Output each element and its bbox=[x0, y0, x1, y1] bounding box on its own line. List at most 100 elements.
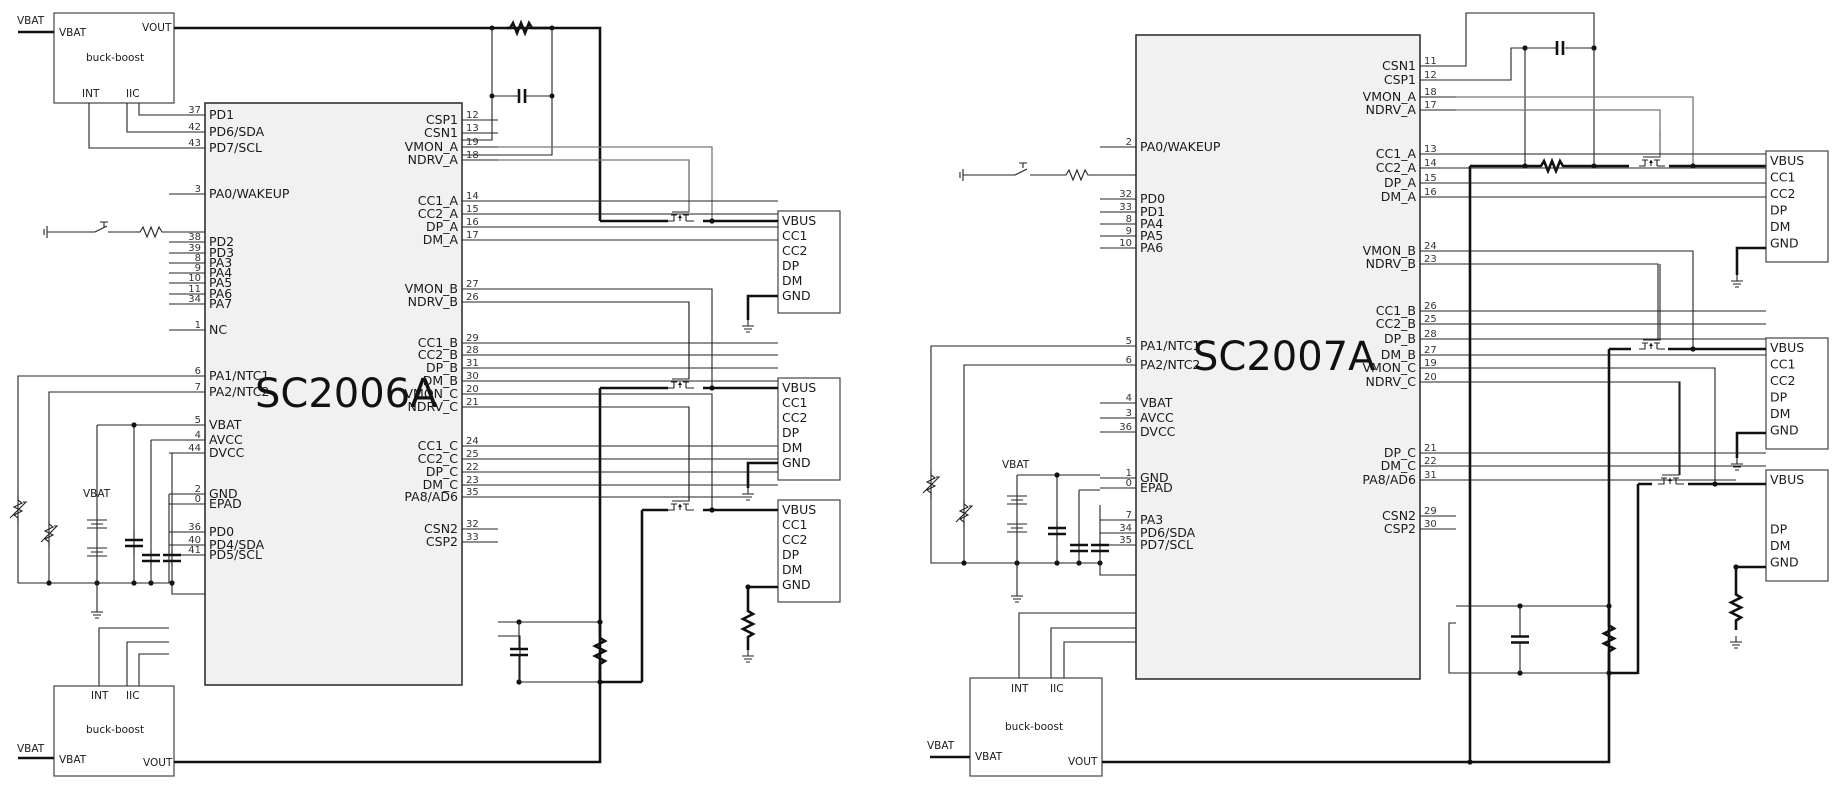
pin-label: PA6 bbox=[209, 286, 232, 301]
pin-label: NDRV_B bbox=[1366, 256, 1416, 271]
pin-number: 8 bbox=[1126, 214, 1132, 225]
port-pin-vbus: VBUS bbox=[1770, 340, 1804, 355]
pin-label: GND bbox=[1140, 470, 1169, 485]
port-pin-dp: DP bbox=[782, 258, 800, 273]
pin-number: 6 bbox=[195, 366, 201, 377]
svg-text:INT: INT bbox=[91, 690, 109, 702]
pin-label: PA5 bbox=[1140, 228, 1163, 243]
chip-sc2006a bbox=[204, 102, 463, 686]
bb-iic-pin: IIC bbox=[126, 88, 140, 100]
pin-number: 12 bbox=[1424, 70, 1437, 81]
pin-number: 20 bbox=[1424, 372, 1437, 383]
port-pin-cc2: CC2 bbox=[782, 243, 807, 258]
pin-number: 11 bbox=[1424, 56, 1437, 67]
pin-number: 10 bbox=[1119, 238, 1132, 249]
port-pin-dm: DM bbox=[1770, 538, 1790, 553]
pin-label: NDRV_C bbox=[1365, 374, 1416, 389]
pin-number: 16 bbox=[466, 217, 479, 228]
pin-label: CSP1 bbox=[426, 112, 458, 127]
pin-cc2-a: 14 CC2_A bbox=[1376, 158, 1456, 175]
buck-boost-top: VBAT VBAT VOUT buck-boost INT IIC bbox=[17, 12, 175, 104]
chip-name: SC2006A bbox=[255, 371, 438, 417]
port-pin-vbus: VBUS bbox=[782, 213, 816, 228]
pin-number: 35 bbox=[466, 487, 479, 498]
pin-number: 39 bbox=[188, 243, 201, 254]
port-pin-dm: DM bbox=[1770, 406, 1790, 421]
svg-text:buck-boost: buck-boost bbox=[86, 724, 144, 736]
sense-resistor-1 bbox=[507, 19, 552, 37]
pin-label: CC2_A bbox=[1376, 160, 1417, 175]
pin-number: 27 bbox=[1424, 345, 1437, 356]
bb-iic-pin-right: IIC bbox=[1050, 683, 1064, 695]
usb-port-box bbox=[1765, 150, 1829, 263]
pin-label: DVCC bbox=[209, 445, 245, 460]
pin-number: 7 bbox=[195, 382, 201, 393]
vbat-net-label-right: VBAT bbox=[927, 740, 955, 752]
pin-number: 4 bbox=[195, 430, 201, 441]
thermistor-right-1 bbox=[922, 470, 941, 500]
bb-vbat-pin-right: VBAT bbox=[975, 751, 1003, 763]
port-pin-dm: DM bbox=[782, 273, 802, 288]
pin-number: 36 bbox=[188, 522, 201, 533]
port-pin-cc1: CC1 bbox=[1770, 170, 1795, 185]
pin-number: 0 bbox=[195, 494, 201, 505]
port-pin-dm: DM bbox=[782, 440, 802, 455]
pin-label: CSP2 bbox=[1384, 521, 1416, 536]
pin-number: 14 bbox=[466, 191, 479, 202]
pin-number: 31 bbox=[1424, 470, 1437, 481]
pin-number: 13 bbox=[1424, 144, 1437, 155]
bb-title: buck-boost bbox=[86, 52, 144, 64]
pin-number: 22 bbox=[466, 462, 479, 473]
pin-label: CC1_C bbox=[418, 438, 459, 453]
battery-left bbox=[87, 519, 107, 557]
mosfet-right-b bbox=[1639, 264, 1665, 350]
vbat-label: VBAT bbox=[83, 488, 111, 500]
left-schematic: VBAT VBAT VOUT buck-boost INT IIC SC2006… bbox=[17, 12, 602, 686]
ground-port-b bbox=[742, 488, 754, 501]
chip-name-right: SC2007A bbox=[1193, 334, 1376, 380]
port-pin-vbus: VBUS bbox=[1770, 153, 1804, 168]
pin-number: 12 bbox=[466, 110, 479, 121]
pin-number: 15 bbox=[466, 204, 479, 215]
cap-dvcc bbox=[163, 550, 181, 566]
pin-label: CC1_B bbox=[418, 335, 458, 350]
pin-number: 2 bbox=[195, 484, 201, 495]
usb-port-box bbox=[777, 210, 841, 314]
usb-port-box bbox=[777, 377, 841, 481]
pin-label: EPAD bbox=[1140, 480, 1173, 495]
wakeup-switch bbox=[43, 221, 205, 239]
pin-label: PA3 bbox=[209, 255, 232, 270]
pin-number: 34 bbox=[1119, 523, 1132, 534]
pin-number: 14 bbox=[1424, 158, 1437, 169]
port-pin-gnd: GND bbox=[782, 288, 811, 303]
pin-label: CC2_A bbox=[418, 206, 459, 221]
cap-right-dvcc bbox=[1091, 540, 1109, 556]
pin-number: 28 bbox=[466, 345, 479, 356]
svg-text:IIC: IIC bbox=[126, 690, 140, 702]
thermistor-right-2 bbox=[955, 500, 974, 528]
pin-number: 20 bbox=[466, 384, 479, 395]
pin-label: PA8/AD6 bbox=[1362, 472, 1416, 487]
pin-number: 6 bbox=[1126, 355, 1132, 366]
port-pin-vbus: VBUS bbox=[782, 380, 816, 395]
pin-label: DM_C bbox=[423, 477, 459, 492]
port-pin-vbus: VBUS bbox=[782, 502, 816, 517]
